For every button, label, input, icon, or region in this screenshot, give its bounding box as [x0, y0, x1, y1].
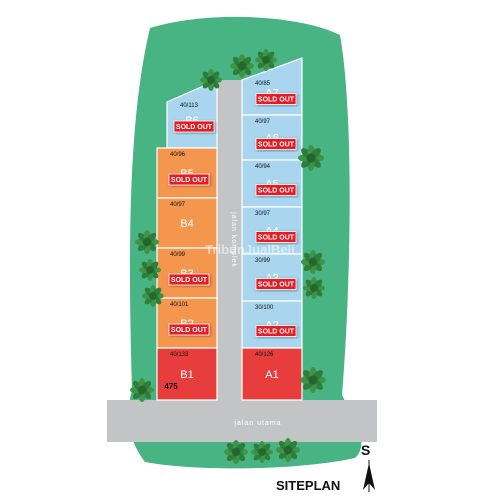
trees: [130, 48, 326, 464]
sold-out-badge: SOLD OUT: [168, 323, 210, 336]
lot-b3: 40/99B3SOLD OUT: [156, 247, 218, 299]
inner-road-label: jalan komplek: [230, 211, 237, 268]
main-road-label: jalan utama: [233, 420, 281, 427]
sold-out-label: SOLD OUT: [258, 329, 295, 336]
north-arrow-icon: [363, 460, 375, 492]
sold-out-label: SOLD OUT: [258, 97, 295, 104]
tree-icon: [130, 378, 154, 402]
tree-icon: [301, 250, 325, 274]
lot-id-label: B4: [180, 218, 193, 230]
tree-icon: [298, 144, 324, 172]
frontage-bottom-label: 475: [164, 382, 178, 391]
lot-b6: 40/113B6SOLD OUT: [166, 79, 218, 149]
sold-out-badge: SOLD OUT: [168, 273, 210, 286]
lot-size-label: 40/94: [255, 164, 271, 170]
sold-out-badge: SOLD OUT: [255, 93, 297, 105]
lot-size-label: 30/97: [255, 211, 271, 217]
inner-road: [217, 80, 242, 406]
lot-size-label: 40/133: [170, 352, 189, 358]
lot-size-label: 40/97: [170, 202, 186, 208]
sold-out-label: SOLD OUT: [258, 235, 295, 242]
lot-id-label: A1: [265, 369, 278, 381]
lot-size-label: 40/101: [170, 302, 189, 308]
sold-out-badge: SOLD OUT: [255, 184, 297, 196]
lot-a3: 30/99A3SOLD OUT: [241, 253, 303, 302]
tree-icon: [135, 230, 159, 254]
tree-icon: [276, 438, 300, 462]
tree-icon: [139, 258, 161, 282]
lot-a6: 40/97A6SOLD OUT: [241, 114, 303, 161]
sold-out-label: SOLD OUT: [258, 282, 295, 289]
sold-out-label: SOLD OUT: [176, 124, 213, 131]
lot-shape: [241, 347, 303, 401]
tree-icon: [300, 366, 326, 394]
lot-a5: 40/94A5SOLD OUT: [241, 159, 303, 208]
watermark: TribunJualBeli: [205, 242, 295, 257]
lot-size-label: 40/97: [255, 119, 271, 125]
tree-icon: [302, 276, 326, 300]
sold-out-badge: SOLD OUT: [173, 120, 215, 133]
tree-icon: [251, 440, 274, 464]
lot-b2: 40/101B2SOLD OUT: [156, 297, 218, 349]
sold-out-badge: SOLD OUT: [255, 278, 297, 290]
lot-b5: 40/96B5SOLD OUT: [156, 147, 218, 199]
tree-icon: [224, 440, 248, 464]
lot-size-label: 30/99: [255, 258, 271, 264]
lot-size-label: 40/126: [255, 352, 274, 358]
lot-size-label: 40/99: [170, 252, 186, 258]
lot-a2: 30/100A2SOLD OUT: [241, 300, 303, 349]
sold-out-badge: SOLD OUT: [255, 138, 297, 150]
lot-size-label: 40/85: [255, 81, 271, 87]
sold-out-label: SOLD OUT: [171, 277, 208, 284]
sold-out-label: SOLD OUT: [171, 177, 208, 184]
tree-icon: [255, 48, 278, 72]
siteplan-title: SITEPLAN: [276, 478, 341, 493]
sold-out-badge: SOLD OUT: [168, 173, 210, 186]
tree-icon: [200, 69, 222, 91]
sold-out-label: SOLD OUT: [171, 327, 208, 334]
sold-out-badge: SOLD OUT: [255, 231, 297, 243]
north-letter: S: [361, 442, 371, 458]
tree-icon: [230, 54, 254, 78]
lot-size-label: 30/100: [255, 305, 274, 311]
lot-size-label: 40/113: [180, 103, 199, 109]
main-road: [107, 400, 377, 442]
sold-out-label: SOLD OUT: [258, 188, 295, 195]
sold-out-label: SOLD OUT: [258, 142, 295, 149]
tree-icon: [142, 284, 164, 308]
lot-a7: 40/85A7SOLD OUT: [241, 57, 303, 116]
sold-out-badge: SOLD OUT: [255, 325, 297, 337]
lot-shape: [156, 347, 218, 401]
lot-id-label: B1: [180, 369, 193, 381]
lot-size-label: 40/96: [170, 152, 186, 158]
